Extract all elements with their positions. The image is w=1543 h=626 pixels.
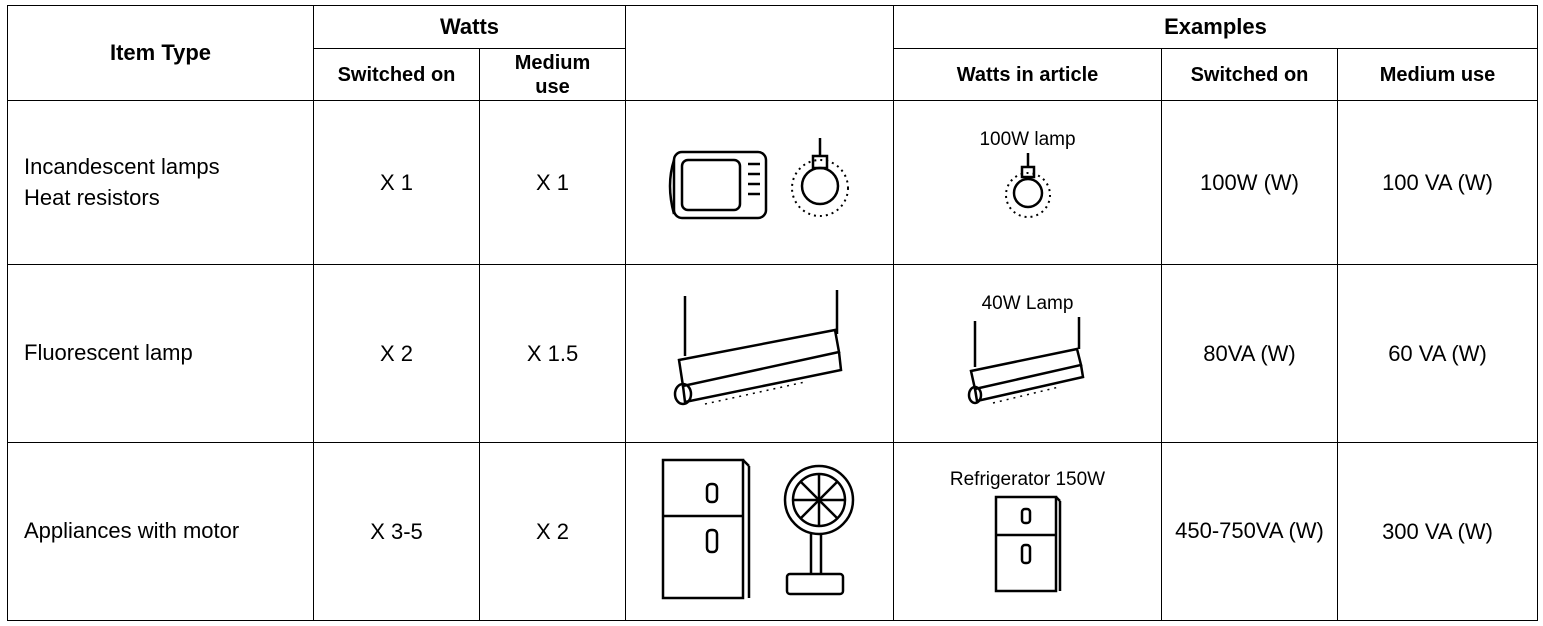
ex-switched-on-cell: 450-750VA (W) — [1161, 442, 1338, 621]
fluorescent-lamp-icon — [967, 317, 1084, 405]
ex-switched-on-cell: 100W (W) — [1161, 100, 1338, 265]
ex-medium-use-cell: 100 VA (W) — [1337, 100, 1538, 265]
fan-icon — [783, 464, 854, 596]
header-examples: Examples — [893, 5, 1538, 49]
refrigerator-icon — [994, 495, 1061, 593]
table-row: Appliances with motor X 3-5 X 2 — [7, 442, 1538, 621]
item-type-line: Incandescent lamps — [24, 153, 220, 179]
light-bulb-icon — [790, 138, 849, 217]
television-icon — [668, 138, 849, 220]
header-medium-use: Medium use — [479, 48, 626, 101]
ex-switched-on-cell: 80VA (W) — [1161, 264, 1338, 443]
illustration-cell — [625, 442, 894, 621]
header-watts: Watts — [313, 5, 626, 49]
table-row: Fluorescent lamp X 2 X 1.5 40W Lamp — [7, 264, 1538, 443]
header-illustration-blank — [625, 5, 894, 101]
fluorescent-lamp-icon — [673, 290, 842, 406]
table-row: Incandescent lamps Heat resistors X 1 X … — [7, 100, 1538, 265]
article-cell: 100W lamp — [893, 100, 1162, 265]
header-ex-medium-use: Medium use — [1337, 48, 1538, 101]
medium-use-cell: X 1.5 — [479, 264, 626, 443]
article-cell: Refrigerator 150W — [893, 442, 1162, 621]
illustration-cell — [625, 264, 894, 443]
switched-on-cell: X 1 — [313, 100, 480, 265]
wattage-table: Item Type Watts Examples Switched on Med… — [7, 5, 1538, 621]
switched-on-cell: X 3-5 — [313, 442, 480, 621]
ex-medium-use-cell: 300 VA (W) — [1337, 442, 1538, 621]
item-type-line: Heat resistors — [24, 184, 160, 210]
header-switched-on: Switched on — [313, 48, 480, 101]
ex-medium-use-cell: 60 VA (W) — [1337, 264, 1538, 443]
article-label: 100W lamp — [979, 129, 1076, 150]
medium-use-cell: X 1 — [479, 100, 626, 265]
item-type-cell: Incandescent lamps Heat resistors — [7, 100, 314, 265]
article-cell: 40W Lamp — [893, 264, 1162, 443]
article-label: Refrigerator 150W — [949, 469, 1106, 490]
light-bulb-icon — [1004, 153, 1051, 218]
header-ex-switched-on: Switched on — [1161, 48, 1338, 101]
header-item-type: Item Type — [7, 5, 314, 101]
medium-use-cell: X 2 — [479, 442, 626, 621]
item-type-cell: Appliances with motor — [7, 442, 314, 621]
article-label: 40W Lamp — [981, 293, 1074, 314]
item-type-cell: Fluorescent lamp — [7, 264, 314, 443]
switched-on-cell: X 2 — [313, 264, 480, 443]
refrigerator-icon — [661, 458, 854, 600]
header-watts-in-article: Watts in article — [893, 48, 1162, 101]
illustration-cell — [625, 100, 894, 265]
